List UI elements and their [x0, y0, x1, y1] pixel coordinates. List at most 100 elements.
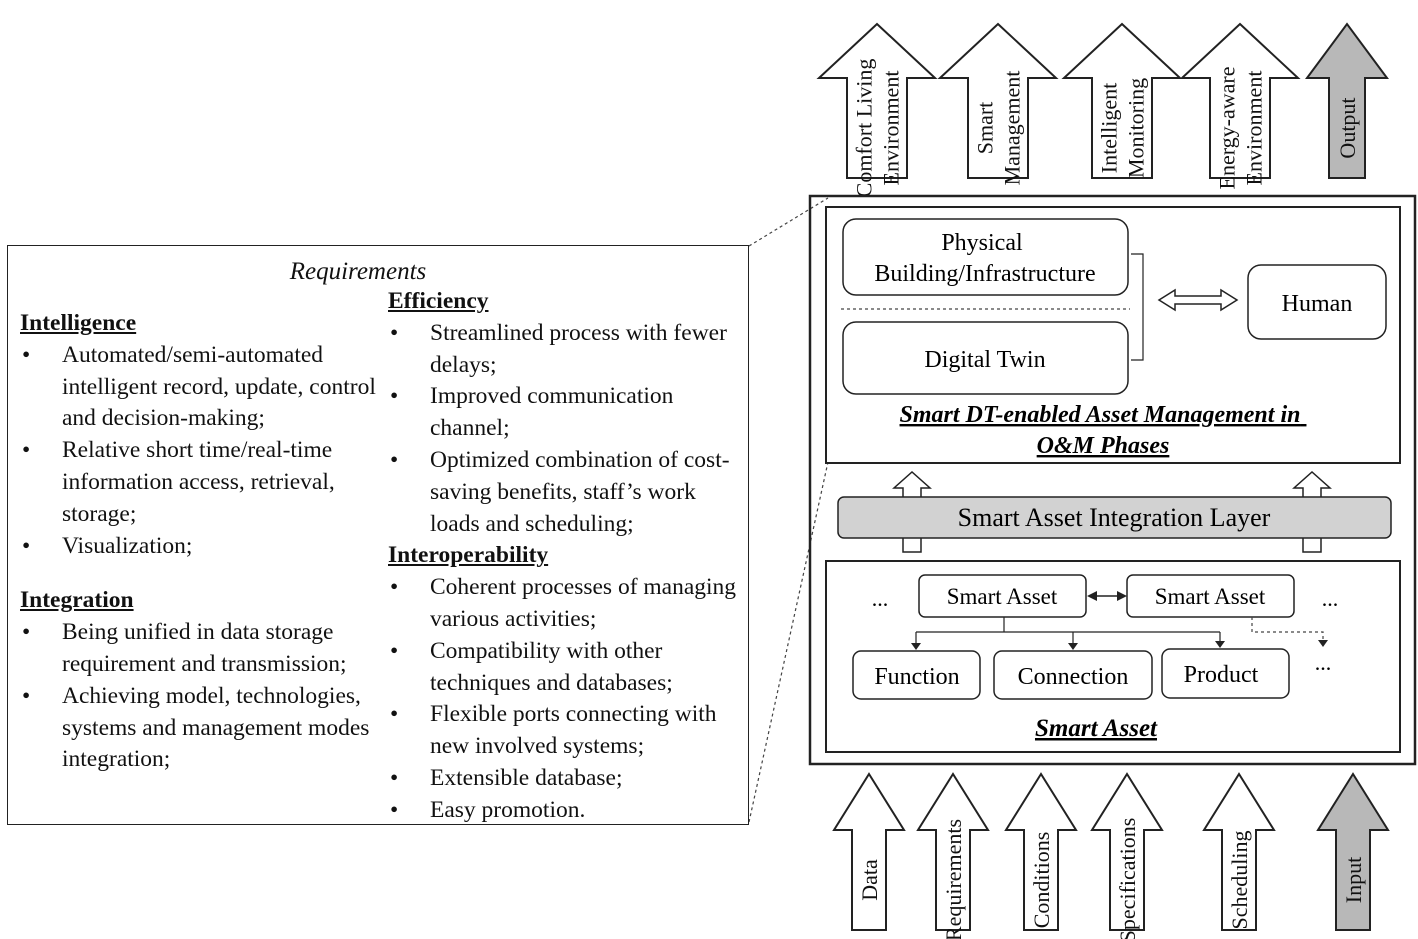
output-arrow-1-label-line: Comfort Living — [852, 59, 877, 198]
tree-head-function — [911, 643, 921, 650]
output-arrow-4 — [1179, 22, 1301, 179]
ellipsis-right: ... — [1322, 586, 1339, 611]
interoperability-section: Interoperability Coherent processes of m… — [388, 540, 748, 826]
input-arrow-6-label-line: Input — [1341, 857, 1366, 903]
output-arrow-3-label-line: Intelligent — [1097, 83, 1122, 173]
output-arrow-5-label: Output — [1335, 97, 1360, 158]
input-arrow-2 — [916, 772, 990, 931]
system-frame — [808, 194, 1417, 766]
ellipsis-children: ... — [1315, 650, 1332, 675]
input-arrow-2-label-line: Requirements — [941, 819, 966, 939]
output-arrow-2 — [937, 22, 1059, 179]
list-item: Flexible ports connecting with new invol… — [388, 699, 748, 763]
input-arrow-3 — [1004, 772, 1078, 931]
zoom-line-bottom — [748, 461, 829, 823]
efficiency-list: Streamlined process with fewer delays; I… — [388, 318, 748, 541]
list-item: Relative short time/real-time informatio… — [20, 435, 390, 530]
integration-list: Being unified in data storage requiremen… — [20, 617, 390, 776]
tree-head-more — [1318, 640, 1328, 647]
requirements-title: Requirements — [289, 258, 427, 285]
integration-layer-bar — [837, 496, 1392, 539]
intelligence-heading: Intelligence — [20, 310, 137, 336]
twin-grouping-bracket — [1131, 253, 1144, 361]
product-box — [1161, 648, 1290, 699]
input-arrow-3-label: Conditions — [1029, 832, 1054, 929]
connection-box — [993, 650, 1153, 700]
list-item: Easy promotion. — [388, 795, 748, 827]
asset-link-head-left — [1087, 591, 1097, 601]
list-item: Coherent processes of managing various a… — [388, 572, 748, 636]
human-box — [1247, 264, 1387, 340]
input-arrow-4-label: Specifications — [1115, 818, 1140, 939]
input-arrow-1-label: Data — [857, 859, 882, 901]
list-item: Being unified in data storage requiremen… — [20, 617, 390, 681]
input-arrow-5 — [1202, 772, 1276, 931]
output-arrow-4-label-line: Environment — [1242, 71, 1267, 186]
asset-link-head-right — [1117, 591, 1127, 601]
tree-head-product — [1215, 641, 1225, 648]
list-item: Extensible database; — [388, 763, 748, 795]
list-item: Compatibility with other techniques and … — [388, 636, 748, 700]
requirements-right-column: Efficiency Streamlined process with fewe… — [388, 286, 748, 827]
input-arrow-5-label: Scheduling — [1227, 831, 1252, 930]
smart-asset-section-title: Smart Asset — [1035, 715, 1158, 742]
output-arrow-4-label: Energy-awareEnvironment — [1215, 67, 1267, 190]
list-item: Optimized combination of cost-saving ben… — [388, 445, 748, 540]
smart-asset-box-2 — [1126, 574, 1295, 618]
output-arrow-3-label: IntelligentMonitoring — [1097, 78, 1149, 178]
dt-section-title-line-1: Smart DT-enabled Asset Management in — [900, 402, 1301, 428]
human-label: Human — [1282, 291, 1353, 317]
input-arrow-1 — [832, 772, 906, 931]
digital-twin-label: Digital Twin — [924, 347, 1045, 373]
list-item: Achieving model, technologies, systems a… — [20, 681, 390, 776]
physical-building-box — [842, 218, 1129, 296]
connection-label: Connection — [1018, 664, 1129, 690]
output-arrow-3-label-line: Monitoring — [1124, 78, 1149, 178]
input-arrow-6 — [1316, 772, 1390, 931]
physical-building-line-2: Building/Infrastructure — [874, 261, 1095, 287]
smart-asset-label-2: Smart Asset — [1155, 584, 1266, 609]
input-arrow-6-label: Input — [1341, 857, 1366, 903]
output-arrow-3 — [1061, 22, 1183, 179]
output-arrow-2-label-line: Smart — [973, 102, 998, 155]
physical-building-line-1: Physical — [941, 230, 1023, 256]
ellipsis-left: ... — [872, 586, 889, 611]
requirements-panel: Requirements Intelligence Automated/semi… — [7, 245, 749, 827]
zoom-line-top — [748, 197, 829, 247]
output-arrow-5-label-line: Output — [1335, 97, 1360, 158]
integration-section: Integration Being unified in data storag… — [20, 585, 390, 776]
output-arrow-2-label-line: Management — [1000, 71, 1025, 186]
interoperability-list: Coherent processes of managing various a… — [388, 572, 748, 826]
product-label: Product — [1184, 662, 1259, 688]
input-arrow-3-label-line: Conditions — [1029, 832, 1054, 929]
smart-asset-box-1 — [918, 574, 1087, 618]
list-item: Automated/semi-automated intelligent rec… — [20, 340, 390, 435]
physical-building-label: Physical Building/Infrastructure — [874, 230, 1095, 287]
output-arrow-4-label-line: Energy-aware — [1215, 67, 1240, 190]
input-arrow-1-label-line: Data — [857, 859, 882, 901]
intelligence-list: Automated/semi-automated intelligent rec… — [20, 340, 390, 563]
integration-heading: Integration — [20, 587, 134, 614]
output-arrows: Comfort Living Environment SmartManagement… — [816, 22, 1389, 198]
efficiency-heading: Efficiency — [388, 288, 489, 314]
input-arrow-5-label-line: Scheduling — [1227, 831, 1252, 930]
output-arrow-2-label: SmartManagement — [973, 71, 1025, 186]
smart-asset-label-1: Smart Asset — [947, 584, 1058, 609]
list-item: Improved communication channel; — [388, 381, 748, 445]
input-arrow-4-label-line: Specifications — [1115, 818, 1140, 939]
tree-dashed-branch — [1251, 617, 1324, 640]
intelligence-section: Intelligence Automated/semi-automated in… — [20, 308, 390, 562]
digital-twin-box — [842, 321, 1129, 395]
input-arrows: Data Requirements Conditions Specifications… — [832, 772, 1390, 939]
input-arrow-4 — [1090, 772, 1164, 931]
integration-layer-label: Smart Asset Integration Layer — [958, 503, 1271, 532]
tree-head-connection — [1068, 643, 1078, 650]
dt-section-title-line-2: O&M Phases — [1037, 433, 1170, 459]
list-item: Streamlined process with fewer delays; — [388, 318, 748, 382]
requirements-left-column: Intelligence Automated/semi-automated in… — [20, 308, 390, 776]
output-arrow-1 — [816, 22, 938, 179]
function-box — [852, 650, 981, 700]
output-arrow-5 — [1305, 22, 1389, 179]
